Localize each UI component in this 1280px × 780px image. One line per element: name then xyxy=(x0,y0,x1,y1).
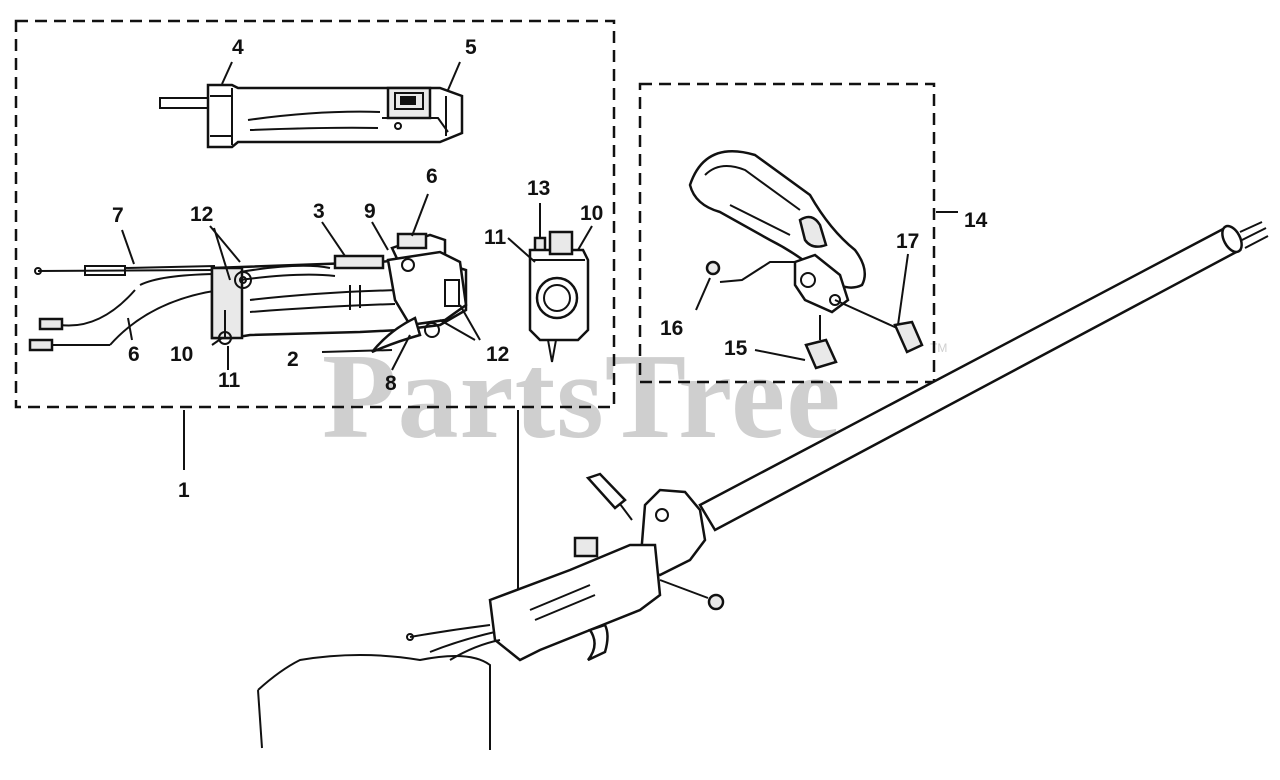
leader-lines xyxy=(121,61,958,590)
callout-4: 4 xyxy=(232,36,244,59)
callout-11-main: 11 xyxy=(218,369,241,392)
callout-12-lower: 12 xyxy=(486,343,509,366)
callout-14: 14 xyxy=(964,209,988,232)
callout-11-clamp: 11 xyxy=(484,226,507,249)
callout-17: 17 xyxy=(896,230,919,253)
callout-13: 13 xyxy=(527,177,550,200)
main-handle-assembly xyxy=(28,232,468,354)
callout-10-clamp: 10 xyxy=(580,202,603,225)
callout-8: 8 xyxy=(385,372,397,395)
callout-15: 15 xyxy=(724,337,748,360)
handle-clamp-detail xyxy=(528,203,590,363)
callout-9: 9 xyxy=(364,200,376,223)
watermark-text: PartsTree xyxy=(322,329,841,464)
upper-handle-housing xyxy=(159,83,464,149)
drive-shaft-assembly xyxy=(257,221,1269,750)
callout-3: 3 xyxy=(313,200,325,223)
handle-assembly-group-box xyxy=(14,19,616,409)
callout-6-wire: 6 xyxy=(128,343,140,366)
callout-10-main: 10 xyxy=(170,343,193,366)
assist-handle xyxy=(688,150,924,370)
callout-12-upper: 12 xyxy=(190,203,213,226)
callout-6-switch: 6 xyxy=(426,165,438,188)
callout-1: 1 xyxy=(178,479,190,502)
callout-2: 2 xyxy=(287,348,299,371)
watermark-tm: TM xyxy=(930,341,947,355)
callout-7: 7 xyxy=(112,204,124,227)
callout-5: 5 xyxy=(465,36,477,59)
callout-16: 16 xyxy=(660,317,683,340)
assist-handle-group-box xyxy=(638,82,936,384)
